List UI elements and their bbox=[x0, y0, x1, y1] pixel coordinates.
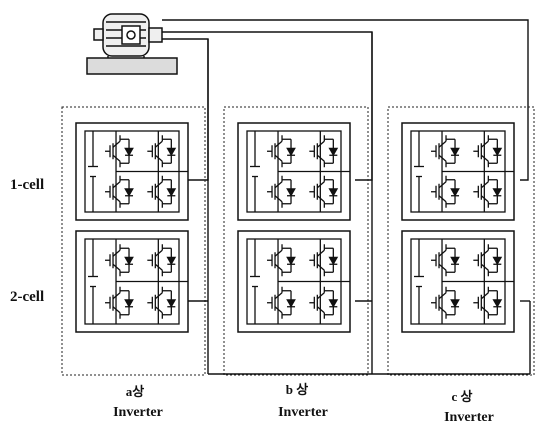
igbt-switch-icon bbox=[105, 286, 134, 319]
igbt-switch-icon bbox=[309, 135, 339, 168]
h-bridge-cell bbox=[75, 230, 189, 333]
igbt-switch-icon bbox=[473, 175, 503, 208]
h-bridge-cells bbox=[75, 122, 515, 333]
igbt-switch-icon bbox=[105, 135, 134, 168]
igbt-switch-icon bbox=[431, 244, 460, 277]
igbt-switch-icon bbox=[431, 175, 460, 208]
igbt-switch-icon bbox=[309, 175, 339, 208]
igbt-switch-icon bbox=[309, 244, 339, 277]
h-bridge-cell bbox=[237, 230, 351, 333]
igbt-switch-icon bbox=[431, 135, 460, 168]
igbt-switch-icon bbox=[267, 135, 296, 168]
igbt-switch-icon bbox=[105, 244, 134, 277]
interconnect-wires bbox=[188, 300, 531, 375]
igbt-switch-icon bbox=[147, 135, 177, 168]
h-bridge-cell bbox=[237, 122, 351, 221]
igbt-switch-icon bbox=[267, 286, 296, 319]
inverter-c-phase-label: c 상 bbox=[452, 389, 473, 404]
igbt-switch-icon bbox=[309, 286, 339, 319]
h-bridge-cell bbox=[75, 122, 189, 221]
igbt-switch-icon bbox=[267, 244, 296, 277]
igbt-switch-icon bbox=[473, 135, 503, 168]
inverter-boundaries bbox=[61, 106, 535, 376]
motor-icon bbox=[86, 13, 178, 75]
inverter-a-phase-label: a상 bbox=[126, 384, 145, 399]
inverter-a-name-label: Inverter bbox=[113, 405, 163, 420]
inverter-c-name-label: Inverter bbox=[444, 410, 494, 425]
igbt-switch-icon bbox=[431, 286, 460, 319]
igbt-switch-icon bbox=[473, 244, 503, 277]
igbt-switch-icon bbox=[147, 286, 177, 319]
row-label-2-cell: 2-cell bbox=[10, 289, 44, 305]
igbt-switch-icon bbox=[267, 175, 296, 208]
igbt-switch-icon bbox=[147, 175, 177, 208]
igbt-switch-icon bbox=[473, 286, 503, 319]
igbt-switch-icon bbox=[147, 244, 177, 277]
row-label-1-cell: 1-cell bbox=[10, 177, 44, 193]
inverter-b-phase-label: b 상 bbox=[286, 382, 308, 397]
phase-wires bbox=[162, 19, 529, 374]
h-bridge-cell bbox=[401, 122, 515, 221]
h-bridge-cell bbox=[401, 230, 515, 333]
inverter-b-name-label: Inverter bbox=[278, 405, 328, 420]
igbt-switch-icon bbox=[105, 175, 134, 208]
